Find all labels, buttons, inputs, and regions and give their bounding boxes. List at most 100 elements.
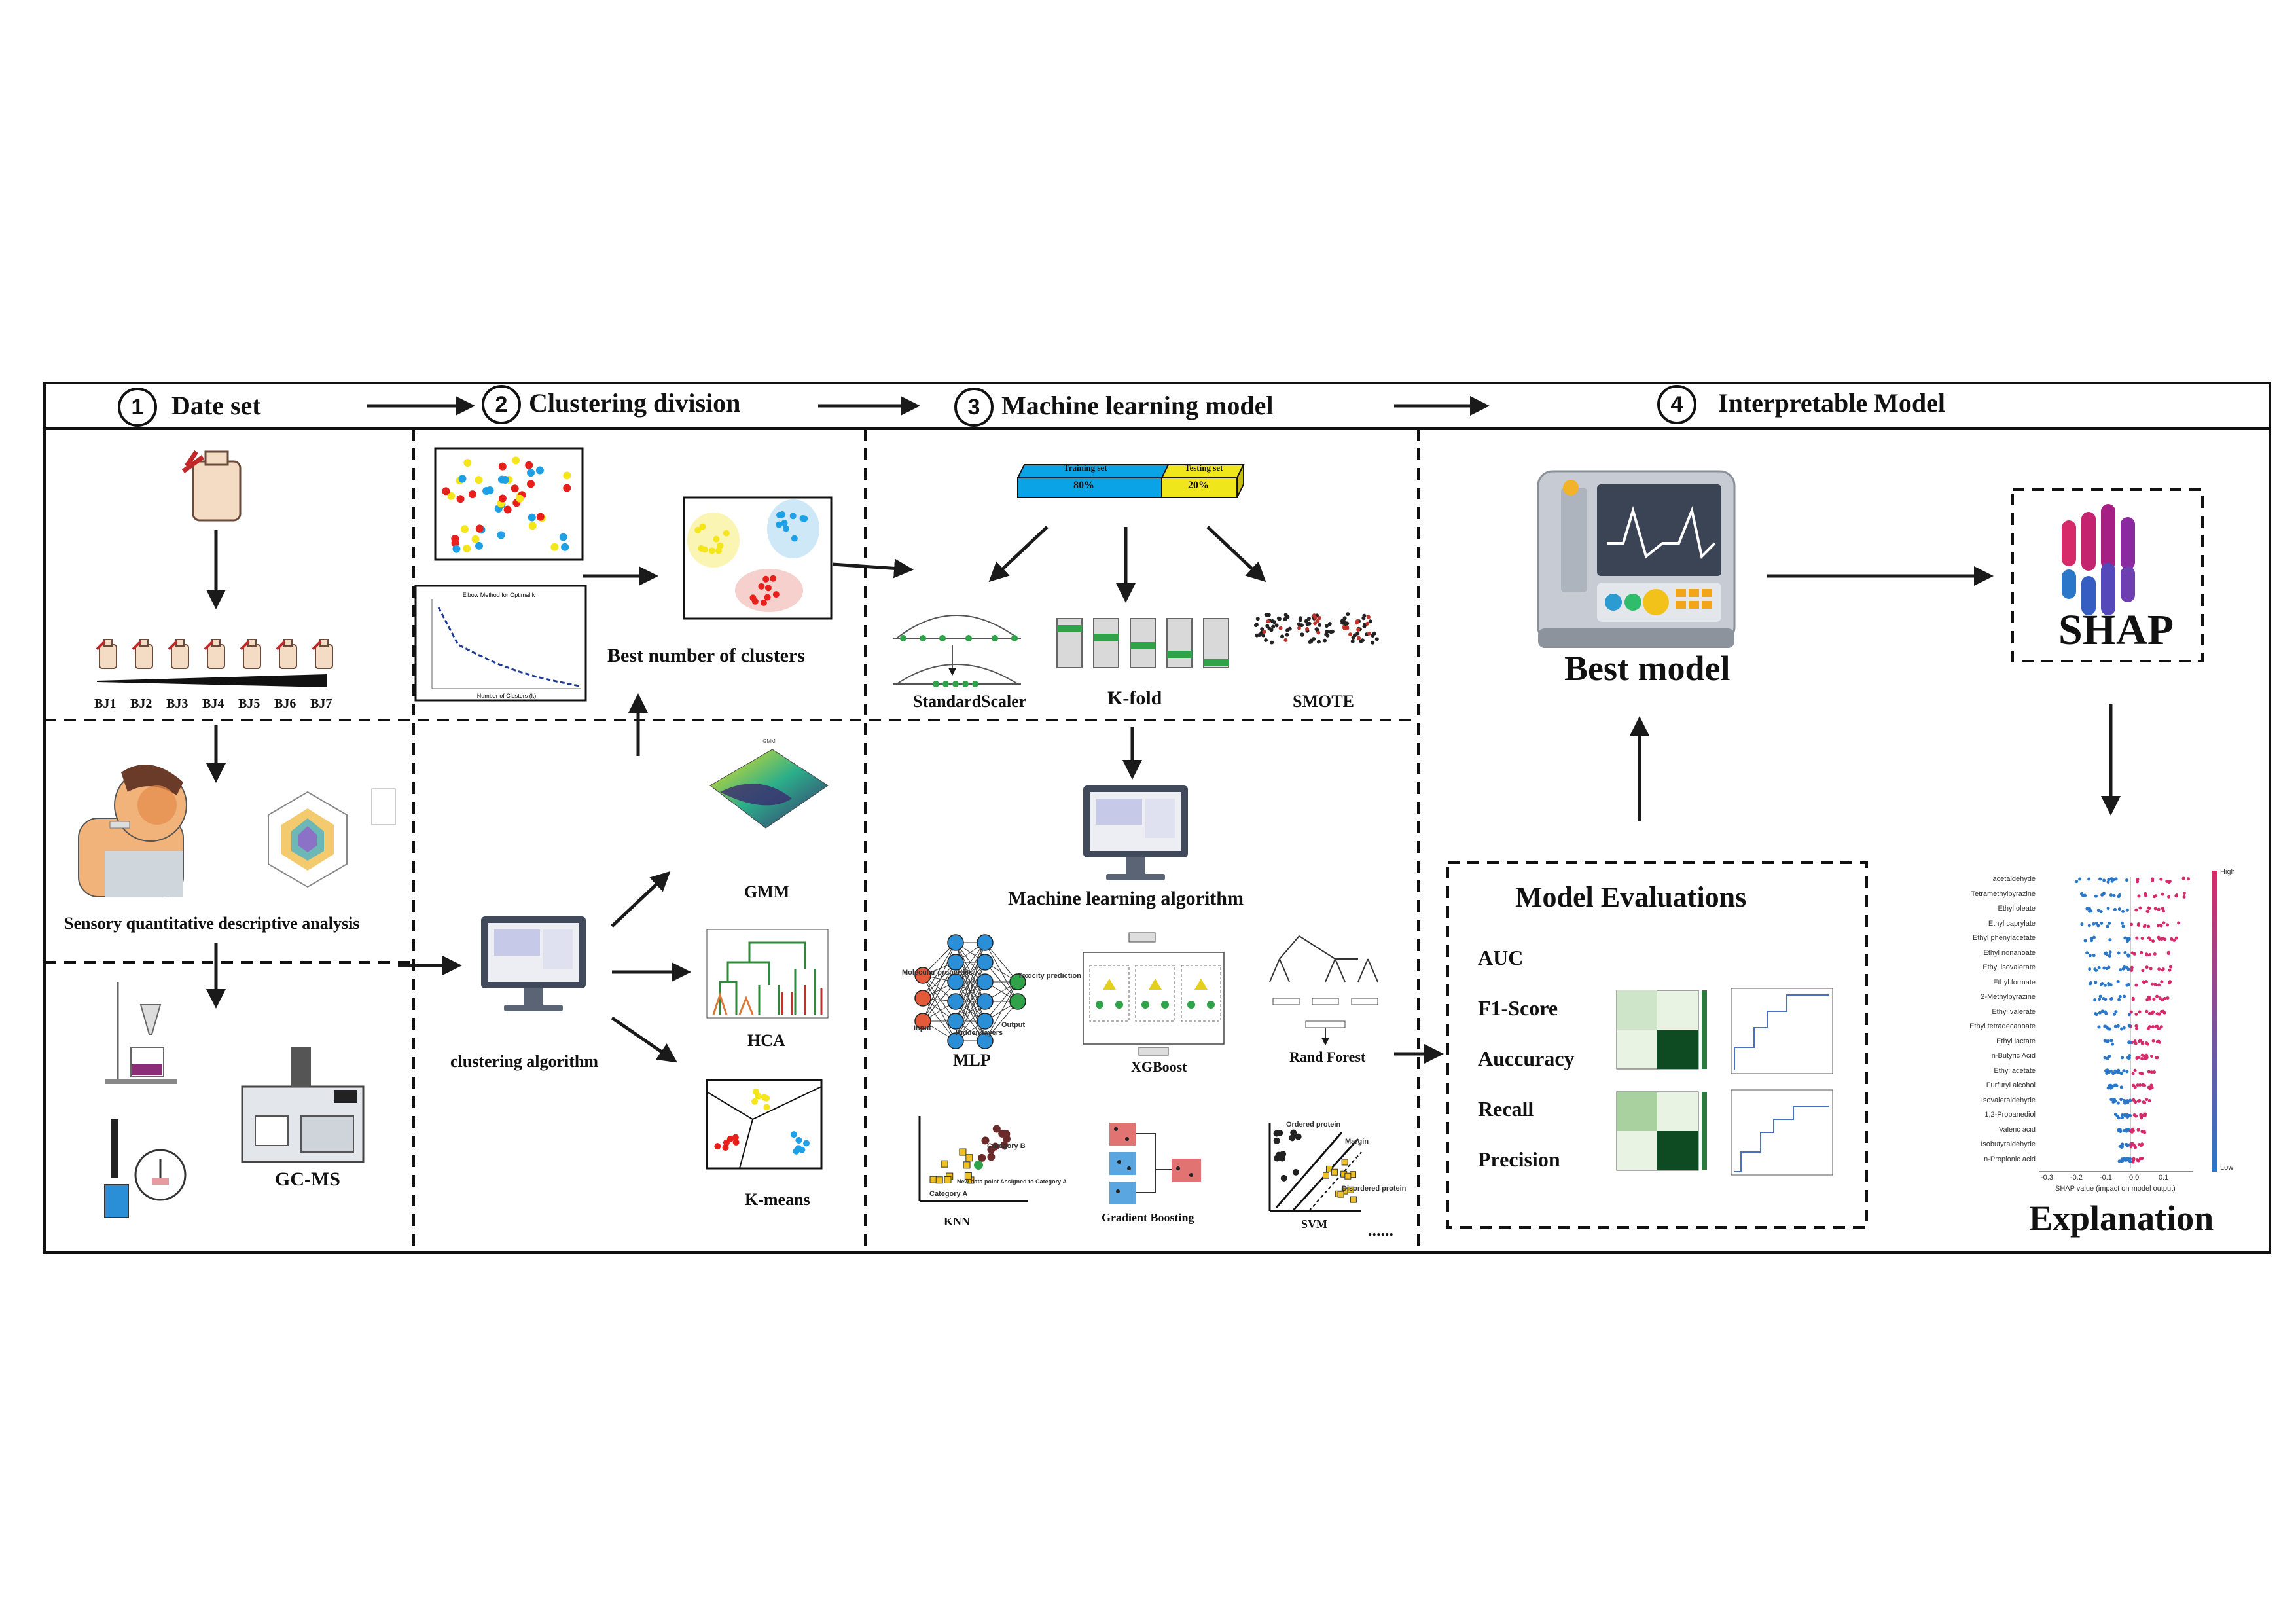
sample-label: BJ6 [274,696,296,711]
shap-beeswarm-plot [2039,871,2217,1172]
best-model-label: Best model [1564,649,1731,688]
sample-label: BJ2 [130,696,152,711]
shap-feature-label: acetaldehyde [1992,875,2036,883]
model-evaluations-frame [1446,861,1868,1229]
radar-chart [268,788,396,888]
elbow-plot-frame [414,585,587,702]
shap-feature-label: Ethyl caprylate [1988,919,2036,928]
kfold-plot [1056,618,1229,668]
svm-ordered-note: Ordered protein [1286,1121,1341,1128]
model-xgboost-label: XGBoost [1131,1058,1187,1075]
knn-new-point-note: New data point Assigned to Category A [957,1178,1067,1185]
metric-label: Recall [1478,1097,1534,1121]
shap-xlabel: SHAP value (impact on model output) [2055,1185,2176,1193]
spme-fiber-icon [104,1119,187,1218]
sample-label: BJ1 [94,696,117,711]
svm-margin-note: Margin [1345,1138,1369,1146]
sample-bottle-icon [240,639,261,669]
outer-frame [43,382,2271,1254]
shap-word-label: SHAP [2058,606,2174,654]
shap-feature-label: Ethyl lactate [1996,1037,2036,1045]
shap-feature-label: n-Propionic acid [1984,1155,2036,1163]
ellipsis: ...... [1368,1221,1393,1240]
dashed-dividers [45,429,1420,1252]
sample-label: BJ4 [202,696,224,711]
sample-bottle-icon [312,639,333,669]
method-hca-label: HCA [747,1031,785,1050]
sensory-taster-icon [78,765,187,897]
shap-tick-label: -0.3 [2041,1174,2053,1182]
shap-feature-label: Ethyl isovalerate [1982,964,2036,971]
svg-text:GMM: GMM [762,738,776,744]
shap-logo-icon [2062,504,2135,615]
shap-feature-label: Ethyl phenylacetate [1972,934,2036,942]
sample-bottle-icon [204,639,225,669]
mlp-toxicity-note: Toxicity prediction [1018,972,1081,980]
scatter-raw-points [442,456,571,553]
mlp-molecular-note: Molecular properties [902,969,973,977]
roc-curve-2 [1731,1089,1833,1176]
stage-2-title: Clustering division [529,388,741,418]
elbow-plot: Elbow Method for Optimal k Number of Clu… [431,592,581,699]
shap-high-label: High [2220,868,2235,876]
svm-plot [1268,1123,1362,1212]
shap-low-label: Low [2220,1164,2234,1172]
knn-cat-b-note: Category B [987,1142,1026,1150]
evaluations-title: Model Evaluations [1515,881,1747,913]
stage-3-number: 3 [954,388,994,427]
clustered-scatter [687,499,819,612]
sensory-label: Sensory quantitative descriptive analysi… [64,914,360,933]
model-svm-label: SVM [1301,1218,1327,1231]
stage-4-number: 4 [1657,385,1696,424]
knn-cat-a-note: Category A [929,1190,968,1198]
stage-4-title: Interpretable Model [1718,388,1945,418]
svg-text:Number of Clusters (k): Number of Clusters (k) [477,693,537,699]
gcms-label: GC-MS [275,1168,340,1190]
sample-bottle-icon [96,639,117,669]
standardscaler-plot [893,615,1021,687]
standardscaler-label: StandardScaler [913,692,1027,711]
shap-feature-label: Ethyl nonanoate [1983,948,2036,957]
gradient-wedge [97,674,327,687]
random-forest-icon [1269,935,1378,1046]
train-test-split-bar [1016,464,1245,498]
shap-color-bar [2212,871,2217,1172]
method-gmm-label: GMM [744,882,790,901]
sample-bottle-icon [168,639,189,669]
train-pct-label: 80% [1073,480,1094,491]
hca-dendrogram [706,929,829,1019]
shap-feature-label: Ethyl formate [1993,978,2036,986]
shap-feature-label: 1,2-Propanediol [1984,1111,2036,1119]
metric-label: Auccuracy [1478,1047,1575,1070]
shap-tick-label: -0.2 [2070,1174,2083,1182]
model-rf-label: Rand Forest [1289,1049,1366,1065]
sample-label: BJ7 [310,696,332,711]
shap-feature-label: n-Butyric Acid [1991,1052,2036,1060]
scatter-raw-frame [434,447,584,561]
clustering-computer-icon [481,916,586,1011]
kmeans-plot [706,1079,823,1170]
stage-2-number: 2 [482,385,521,424]
ml-algorithm-label: Machine learning algorithm [1008,888,1244,909]
mlp-hidden-note: Hidden layers [956,1029,1003,1037]
shap-feature-label: Furfuryl alcohol [1986,1081,2036,1089]
sample-label: BJ3 [166,696,188,711]
model-mlp-label: MLP [953,1051,991,1070]
stage-3-title: Machine learning model [1001,391,1274,420]
mlp-input-note: Input [914,1024,931,1032]
best-model-device-icon [1537,470,1736,648]
xgboost-trees-icon [1083,932,1225,1056]
baijiu-bottle-icon [181,450,242,522]
shap-feature-label: Ethyl acetate [1994,1066,2036,1075]
shap-feature-label: Ethyl tetradecanoate [1969,1022,2036,1030]
sample-bottles-row [96,639,333,669]
knn-plot [918,1116,1028,1202]
best-clusters-label: Best number of clusters [607,645,805,666]
sample-label: BJ5 [238,696,260,711]
shap-tick-label: 0.1 [2159,1174,2169,1182]
model-gb-label: Gradient Boosting [1102,1211,1194,1224]
metric-label: AUC [1478,946,1524,969]
svg-text:Elbow Method for Optimal k: Elbow Method for Optimal k [463,592,535,598]
gradient-boosting-icon [1109,1123,1201,1204]
